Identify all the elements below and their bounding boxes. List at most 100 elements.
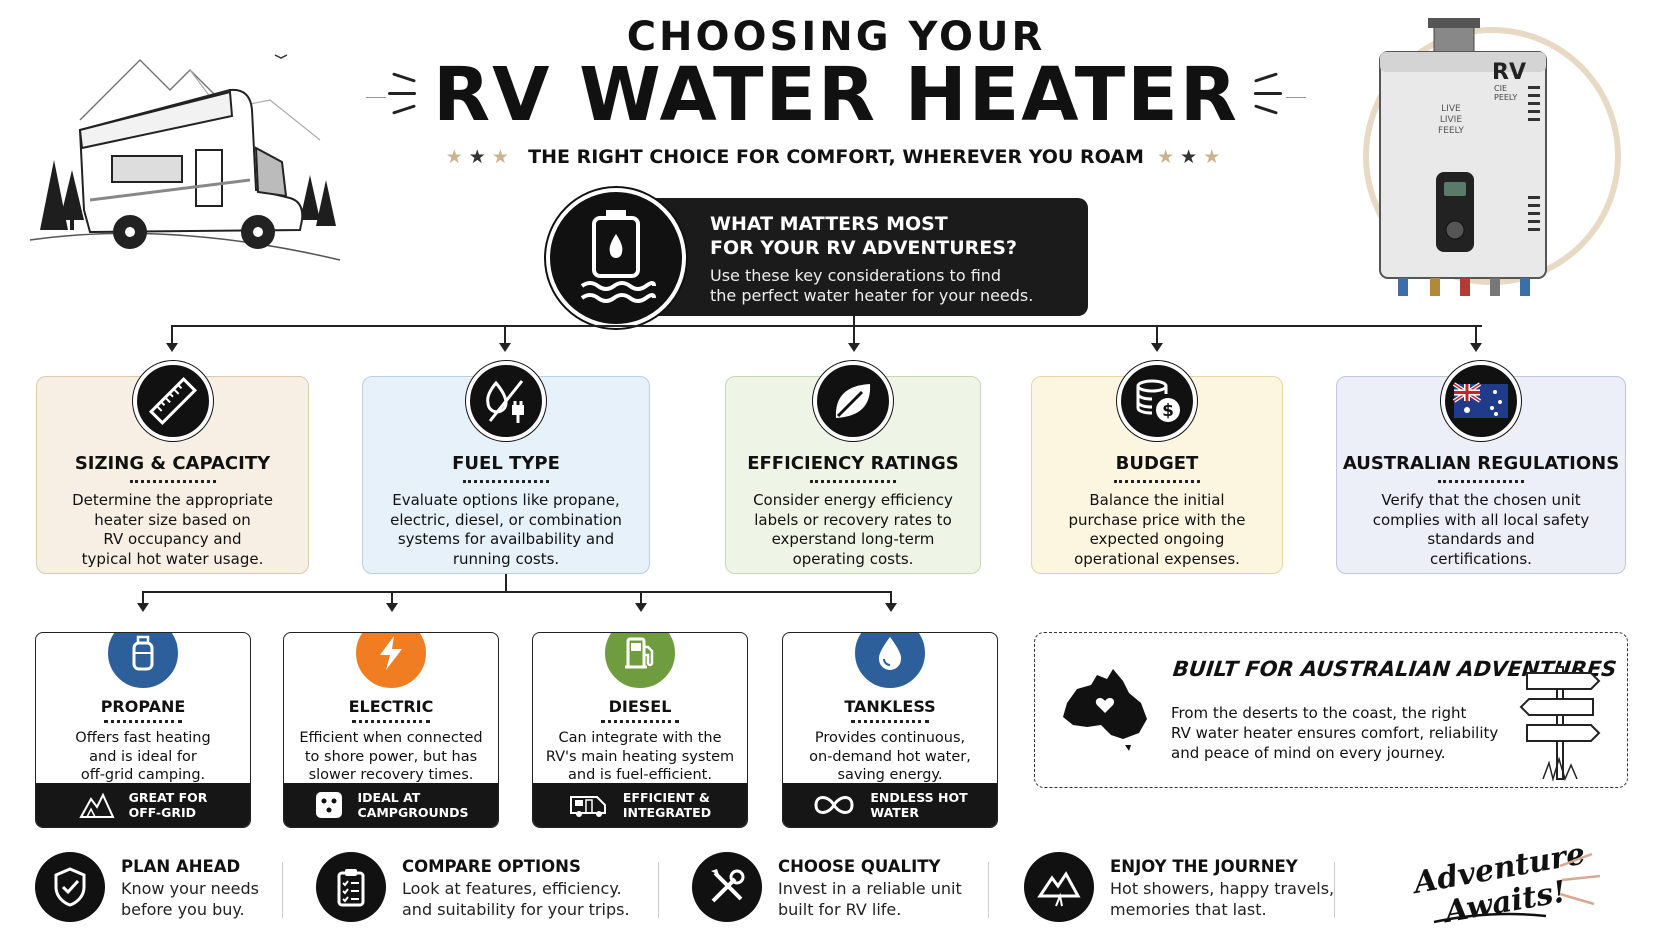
tip-text: Know your needs before you buy. xyxy=(121,879,259,919)
tip-separator xyxy=(988,862,989,918)
arrow-down-icon xyxy=(1151,343,1163,352)
tip-text: Invest in a reliable unit built for RV l… xyxy=(778,879,962,919)
connector-line xyxy=(1475,325,1477,345)
card-text: Evaluate options like propane, electric,… xyxy=(390,491,622,568)
arrow-down-icon xyxy=(166,343,178,352)
page-title: RV WATER HEATER xyxy=(433,52,1239,138)
intro-text: Use these key considerations to find the… xyxy=(710,266,1034,305)
burst-lines-icon xyxy=(1559,852,1601,906)
fuel-footer-label: ENDLESS HOT WATER xyxy=(870,790,968,820)
title-dash xyxy=(1254,92,1282,95)
water-heater-illustration xyxy=(1363,18,1621,296)
tip-plan-ahead: PLAN AHEAD Know your needs before you bu… xyxy=(35,852,259,924)
water-heater-icon xyxy=(580,210,656,303)
clipboard-checklist-icon xyxy=(316,852,386,922)
fuel-footer: GREAT FOR OFF-GRID xyxy=(36,783,250,827)
fuel-card-propane: PROPANE Offers fast heating and is ideal… xyxy=(35,632,251,828)
fuel-text: Efficient when connected to shore power,… xyxy=(299,730,483,783)
tip-text: Look at features, efficiency. and suitab… xyxy=(402,879,630,919)
fuel-footer: ENDLESS HOT WATER xyxy=(783,783,997,827)
fuel-pump-icon xyxy=(602,633,678,691)
tip-compare-options: COMPARE OPTIONS Look at features, effici… xyxy=(316,852,630,924)
arrow-down-icon xyxy=(1470,343,1482,352)
arrow-down-icon xyxy=(137,603,149,612)
australia-map-icon xyxy=(1063,669,1147,751)
tip-separator xyxy=(658,862,659,918)
arrow-down-icon xyxy=(386,603,398,612)
dotted-divider xyxy=(1114,480,1200,483)
stars-icon: ★★★ xyxy=(445,146,515,168)
intro-icon-badge xyxy=(546,188,686,328)
tip-separator xyxy=(1334,862,1335,918)
subtitle-text: THE RIGHT CHOICE FOR COMFORT, WHEREVER Y… xyxy=(528,146,1144,168)
title-top: CHOOSING YOUR xyxy=(626,14,1046,60)
tip-separator xyxy=(282,862,283,918)
fuel-title: TANKLESS xyxy=(844,697,936,716)
water-drop-icon xyxy=(852,633,928,691)
fuel-footer: IDEAL AT CAMPGROUNDS xyxy=(284,783,498,827)
coins-icon: $ xyxy=(1117,361,1197,441)
dotted-divider xyxy=(463,480,549,483)
arrow-down-icon xyxy=(885,603,897,612)
fuel-card-electric: ELECTRIC Efficient when connected to sho… xyxy=(283,632,499,828)
card-title: BUDGET xyxy=(1115,453,1199,474)
svg-text:$: $ xyxy=(1162,401,1174,421)
tip-title: CHOOSE QUALITY xyxy=(778,857,941,876)
tip-title: ENJOY THE JOURNEY xyxy=(1110,857,1298,876)
lightning-icon xyxy=(353,633,429,691)
connector-line xyxy=(505,574,507,592)
dotted-divider xyxy=(851,720,929,723)
card-title: EFFICIENCY RATINGS xyxy=(747,453,959,474)
connector-line xyxy=(640,591,642,605)
arrow-down-icon xyxy=(635,603,647,612)
connector-line xyxy=(1156,325,1158,345)
connector-line xyxy=(890,591,892,605)
fuel-footer-label: EFFICIENT & INTEGRATED xyxy=(622,790,712,820)
card-text: Verify that the chosen unit complies wit… xyxy=(1372,491,1590,568)
dotted-divider xyxy=(352,720,430,723)
fuel-card-tankless: TANKLESS Provides continuous, on-demand … xyxy=(782,632,998,828)
tip-choose-quality: CHOOSE QUALITY Invest in a reliable unit… xyxy=(692,852,962,924)
gas-bottle-icon xyxy=(105,633,181,691)
connector-line xyxy=(142,591,892,593)
connector-line xyxy=(853,316,855,345)
heater-tag: CIE PEELY xyxy=(1494,84,1518,102)
fuel-text: Provides continuous, on-demand hot water… xyxy=(809,730,971,783)
dotted-divider xyxy=(810,480,896,483)
mountains-icon xyxy=(78,792,115,818)
title-dash xyxy=(388,92,416,95)
arrow-down-icon xyxy=(499,343,511,352)
fuel-footer-label: GREAT FOR OFF-GRID xyxy=(128,790,208,820)
infinity-icon xyxy=(814,796,854,814)
tip-text: Hot showers, happy travels, memories tha… xyxy=(1110,879,1335,919)
intro-heading: WHAT MATTERS MOST FOR YOUR RV ADVENTURES… xyxy=(710,213,1017,259)
fuel-text: Can integrate with the RV's main heating… xyxy=(545,730,735,783)
stars-icon: ★★★ xyxy=(1157,146,1227,168)
fuel-title: PROPANE xyxy=(100,697,186,716)
mountain-road-icon xyxy=(1024,852,1094,922)
flame-plug-icon xyxy=(466,361,546,441)
card-sizing-capacity: SIZING & CAPACITY Determine the appropri… xyxy=(36,361,309,574)
page-subtitle: ★★★ THE RIGHT CHOICE FOR COMFORT, WHEREV… xyxy=(0,146,1672,168)
card-budget: $ BUDGET Balance the initial purchase pr… xyxy=(1031,361,1283,574)
connector-line xyxy=(171,325,173,345)
heater-side-label: LIVE LIVIE FEELY xyxy=(1438,104,1464,136)
card-title: AUSTRALIAN REGULATIONS xyxy=(1342,453,1620,474)
title-rule xyxy=(1286,97,1306,98)
connector-line xyxy=(391,591,393,605)
australian-flag-icon xyxy=(1441,361,1521,441)
fuel-card-diesel: DIESEL Can integrate with the RV's main … xyxy=(532,632,748,828)
australian-adventures-box: BUILT FOR AUSTRALIAN ADVENTURES From the… xyxy=(1034,632,1628,788)
power-outlet-icon xyxy=(315,792,342,818)
fuel-footer: EFFICIENT & INTEGRATED xyxy=(533,783,747,827)
ruler-icon xyxy=(132,361,213,441)
tip-enjoy-journey: ENJOY THE JOURNEY Hot showers, happy tra… xyxy=(1024,852,1334,924)
title-rule xyxy=(366,97,386,98)
aus-box-text: From the deserts to the coast, the right… xyxy=(1171,704,1499,762)
card-title: FUEL TYPE xyxy=(452,453,560,474)
card-text: Balance the initial purchase price with … xyxy=(1068,491,1246,568)
tools-icon xyxy=(692,852,762,922)
dotted-divider xyxy=(1438,480,1524,483)
connector-line xyxy=(504,325,506,345)
tip-title: COMPARE OPTIONS xyxy=(402,857,581,876)
